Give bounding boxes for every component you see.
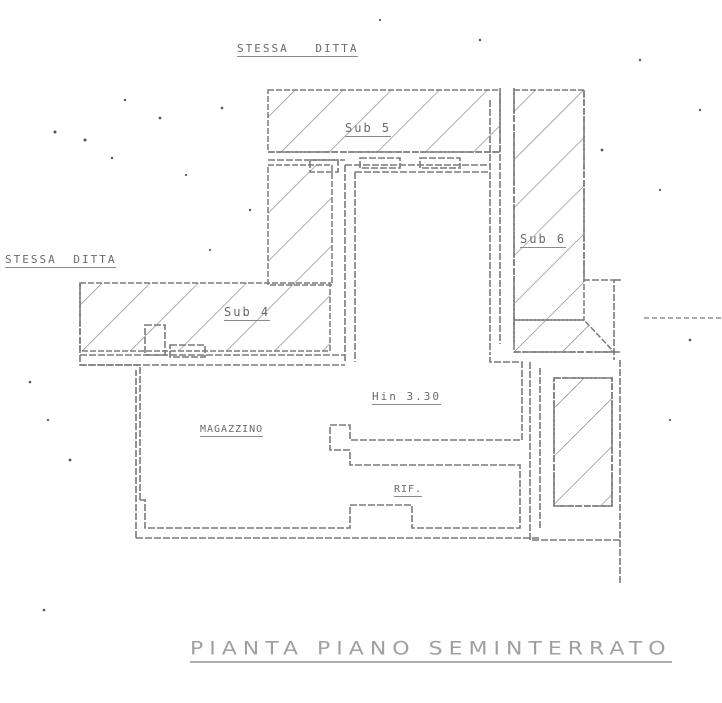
- walls: [79, 88, 622, 585]
- sub-4-label: Sub 4: [224, 305, 271, 321]
- sub-6-area: [513, 89, 585, 321]
- top-owner-label: STESSA DITTA: [237, 42, 359, 57]
- left-hatched-column: [267, 164, 333, 286]
- rif-label: RIF.: [394, 484, 423, 497]
- scan-specks: [28, 18, 702, 612]
- left-owner-label: STESSA DITTA: [5, 253, 117, 268]
- small-room-area: [553, 377, 613, 507]
- sub-5-area: [267, 89, 501, 153]
- page-title: PIANTA PIANO SEMINTERRATO: [190, 638, 672, 663]
- height-label: Hin 3.30: [372, 390, 441, 405]
- sub-5-label: Sub 5: [345, 121, 392, 137]
- sub-6-label: Sub 6: [520, 232, 567, 248]
- storage-room-label: MAGAZZINO: [200, 424, 264, 437]
- sub-4-area: [79, 282, 331, 352]
- right-hatched-triangle: [513, 319, 616, 353]
